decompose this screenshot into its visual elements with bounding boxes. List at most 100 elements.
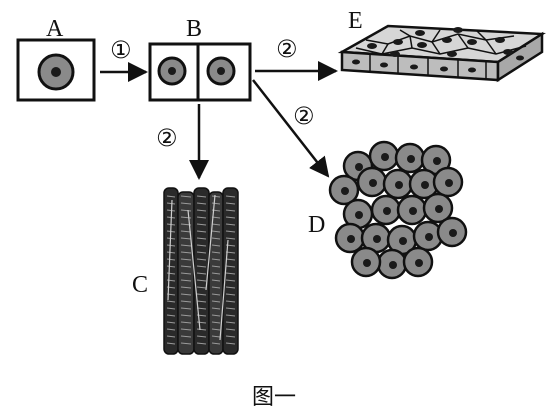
fiber-striation (196, 307, 207, 310)
fiber-striation (180, 230, 192, 233)
fiber-striation (166, 335, 176, 338)
fiber-striation (180, 195, 192, 198)
fiber-striation (196, 265, 207, 268)
label-c: C (132, 272, 148, 298)
fiber-striation (211, 335, 221, 338)
label-b: B (186, 16, 202, 42)
cell-b (148, 42, 252, 102)
fiber-striation (225, 195, 236, 198)
fiber-striation (211, 258, 221, 261)
fiber-striation (211, 314, 221, 317)
fiber-striation (225, 209, 236, 212)
cell-nucleus (389, 261, 397, 269)
fiber-striation (211, 251, 221, 254)
fiber-striation (225, 293, 236, 296)
fiber-striation (166, 265, 176, 268)
fiber-striation (196, 251, 207, 254)
fiber-striation (166, 195, 176, 198)
fiber-striation (180, 328, 192, 331)
cell-nucleus (421, 181, 429, 189)
fiber-striation (166, 342, 176, 345)
cell-nucleus (383, 207, 391, 215)
tissue-d-cell-cluster (328, 140, 468, 280)
cell-nucleus (407, 155, 415, 163)
cell-nucleus (395, 181, 403, 189)
fiber-striation (211, 272, 221, 275)
fiber-striation (225, 314, 236, 317)
fiber-striation (225, 202, 236, 205)
fiber-striation (225, 300, 236, 303)
fiber-striation (225, 230, 236, 233)
fiber-striation (196, 209, 207, 212)
fiber-striation (180, 293, 192, 296)
fiber-striation (211, 237, 221, 240)
cell-nucleus (425, 233, 433, 241)
cell-nucleus (373, 235, 381, 243)
fiber-striation (196, 202, 207, 205)
fiber-striation (225, 286, 236, 289)
fiber-striation (225, 342, 236, 345)
fiber-striation (225, 321, 236, 324)
muscle-fiber (222, 187, 239, 355)
fiber-striation (225, 216, 236, 219)
fiber-striation (180, 335, 192, 338)
fiber-striation (211, 307, 221, 310)
label-e: E (348, 8, 363, 34)
fiber-striation (196, 258, 207, 261)
fiber-striation (166, 300, 176, 303)
cell-nucleus (355, 211, 363, 219)
fiber-striation (166, 314, 176, 317)
cell-nucleus (433, 157, 441, 165)
fiber-striation (180, 342, 192, 345)
step-division: ① (110, 36, 132, 64)
tissue-c-muscle-fibers (163, 187, 239, 355)
step-differentiation-d: ② (293, 102, 315, 130)
label-d: D (308, 212, 325, 238)
fiber-striation (196, 279, 207, 282)
fiber-striation (211, 321, 221, 324)
fiber-highlight (219, 239, 229, 341)
fiber-striation (180, 307, 192, 310)
cell-nucleus (415, 259, 423, 267)
fiber-striation (196, 230, 207, 233)
fiber-striation (196, 342, 207, 345)
cell-nucleus (363, 259, 371, 267)
tissue-e-epithelium (337, 24, 546, 83)
fiber-striation (180, 237, 192, 240)
label-a: A (46, 16, 64, 42)
fiber-striation (180, 202, 192, 205)
fiber-striation (211, 265, 221, 268)
fiber-striation (196, 293, 207, 296)
cell-nucleus (381, 153, 389, 161)
fiber-striation (211, 300, 221, 303)
step-differentiation-e: ② (276, 35, 298, 63)
fiber-striation (196, 272, 207, 275)
cell-nucleus (399, 237, 407, 245)
fiber-striation (196, 328, 207, 331)
fiber-striation (211, 223, 221, 226)
fiber-striation (211, 230, 221, 233)
fiber-highlight (187, 209, 201, 331)
fiber-striation (166, 244, 176, 247)
figure-caption: 图一 (252, 385, 296, 410)
fiber-striation (180, 258, 192, 261)
fiber-striation (180, 321, 192, 324)
fiber-striation (225, 307, 236, 310)
fiber-striation (180, 251, 192, 254)
fiber-striation (196, 216, 207, 219)
fiber-striation (196, 286, 207, 289)
cell-nucleus (449, 229, 457, 237)
fiber-striation (211, 195, 221, 198)
fiber-striation (211, 279, 221, 282)
fiber-striation (196, 244, 207, 247)
fiber-striation (180, 279, 192, 282)
arrow-to-d (252, 79, 330, 178)
fiber-striation (211, 328, 221, 331)
fiber-striation (196, 300, 207, 303)
fiber-striation (180, 265, 192, 268)
cell-nucleus (355, 163, 363, 171)
fiber-striation (225, 279, 236, 282)
fiber-striation (211, 244, 221, 247)
fiber-striation (180, 314, 192, 317)
